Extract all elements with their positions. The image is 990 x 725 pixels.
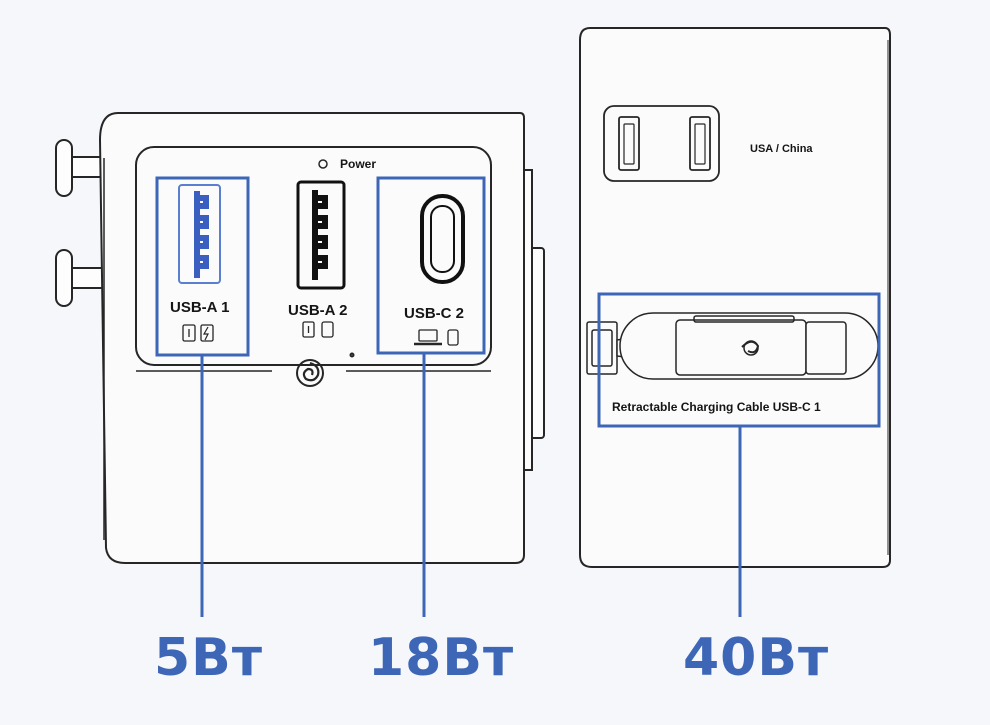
cable-watt: 40Вт [683, 628, 830, 688]
phone-icon [302, 321, 315, 338]
usb-a1-port [178, 184, 221, 284]
usb-c2-port [420, 194, 465, 284]
usb-a1-watt: 5Вт [154, 628, 263, 688]
adapter-side-view [579, 27, 891, 568]
laptop-icon [414, 329, 442, 346]
phone-icon [182, 324, 196, 342]
usb-a1-label: USB-A 1 [170, 299, 229, 316]
callouts [155, 176, 881, 617]
usb-a2-port [296, 180, 346, 290]
usb-c2-label: USB-C 2 [404, 305, 464, 322]
adapter-front-view [55, 112, 545, 564]
usb-c2-highlight [376, 176, 486, 355]
socket-label: USA / China [750, 143, 813, 155]
side-pin-top [55, 139, 109, 197]
power-led [318, 159, 328, 169]
cable-label: Retractable Charging Cable USB-C 1 [612, 400, 821, 414]
fast-charge-icon [200, 324, 214, 342]
usb-a2-label: USB-A 2 [288, 302, 347, 319]
side-pin-bottom [55, 249, 109, 307]
tablet-icon [321, 321, 334, 338]
usa-china-socket [603, 105, 720, 182]
tablet-icon [447, 329, 459, 346]
brand-logo [296, 359, 324, 387]
power-label: Power [340, 157, 376, 171]
usb-c2-watt: 18Вт [368, 628, 515, 688]
retractable-cable [586, 312, 879, 380]
